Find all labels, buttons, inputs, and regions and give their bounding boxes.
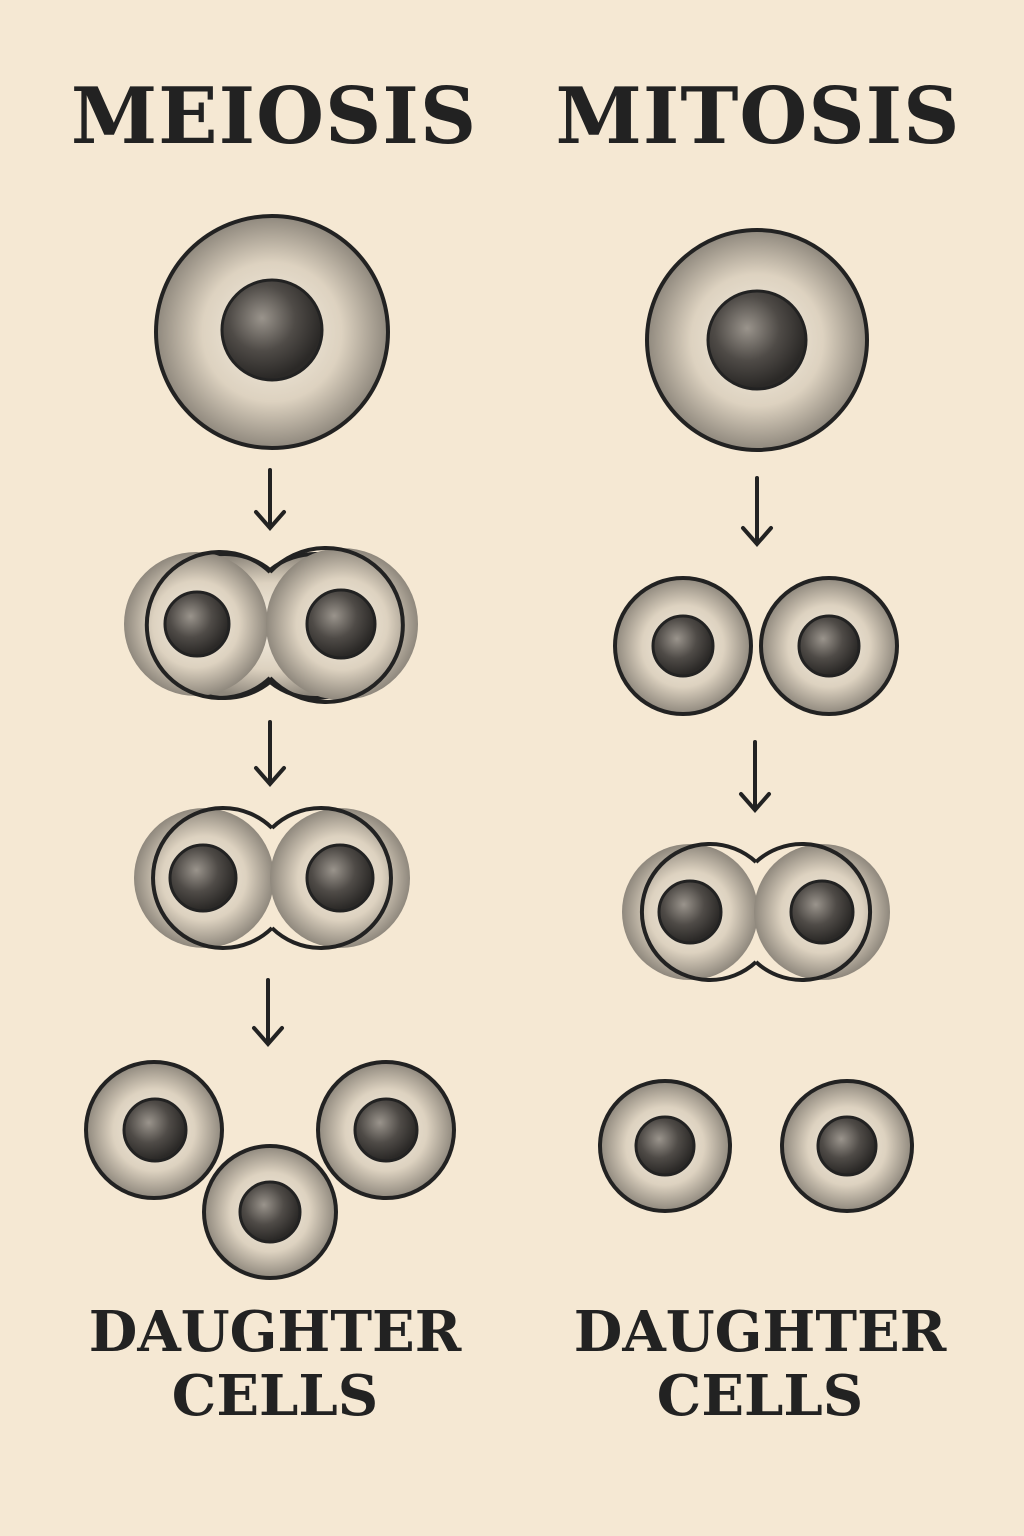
mitosis-cell xyxy=(613,576,753,716)
mitosis-cell xyxy=(759,576,899,716)
meiosis-caption-line1: DAUGHTER xyxy=(88,1299,462,1365)
meiosis-daughter-cells xyxy=(84,1060,456,1280)
meiosis-nucleus xyxy=(163,590,231,658)
mitosis-nucleus xyxy=(657,879,723,945)
mitosis-parent-nucleus xyxy=(706,289,808,391)
meiosis-nucleus xyxy=(168,843,238,913)
mitosis-separated-cells xyxy=(613,576,899,716)
meiosis-parent-cell xyxy=(154,214,390,450)
meiosis-caption: DAUGHTER CELLS xyxy=(60,1300,490,1428)
meiosis-caption-line2: CELLS xyxy=(171,1363,379,1429)
meiosis-daughter-cell xyxy=(84,1060,224,1200)
mitosis-daughter-cell xyxy=(780,1079,914,1213)
mitosis-nucleus xyxy=(789,879,855,945)
meiosis-nucleus xyxy=(305,843,375,913)
mitosis-daughter-cell xyxy=(598,1079,732,1213)
mitosis-arrow-2 xyxy=(739,740,771,814)
mitosis-parent-cell xyxy=(645,228,869,452)
meiosis-dividing-cell-1 xyxy=(124,546,418,704)
mitosis-caption: DAUGHTER CELLS xyxy=(540,1300,980,1428)
meiosis-daughter-cell xyxy=(202,1144,338,1280)
mitosis-dividing-cell xyxy=(622,842,890,982)
meiosis-arrow-2 xyxy=(254,720,286,788)
mitosis-daughter-cells xyxy=(598,1079,914,1213)
meiosis-arrow-3 xyxy=(252,978,284,1048)
mitosis-caption-line1: DAUGHTER xyxy=(573,1299,947,1365)
meiosis-dividing-cell-2 xyxy=(134,806,410,950)
meiosis-parent-nucleus xyxy=(220,278,324,382)
mitosis-title: MITOSIS xyxy=(555,71,961,162)
mitosis-caption-line2: CELLS xyxy=(656,1363,864,1429)
mitosis-arrow-1 xyxy=(741,476,773,548)
meiosis-daughter-cell xyxy=(316,1060,456,1200)
meiosis-arrow-1 xyxy=(254,468,286,532)
meiosis-nucleus xyxy=(305,588,377,660)
meiosis-title: MEIOSIS xyxy=(70,71,478,162)
